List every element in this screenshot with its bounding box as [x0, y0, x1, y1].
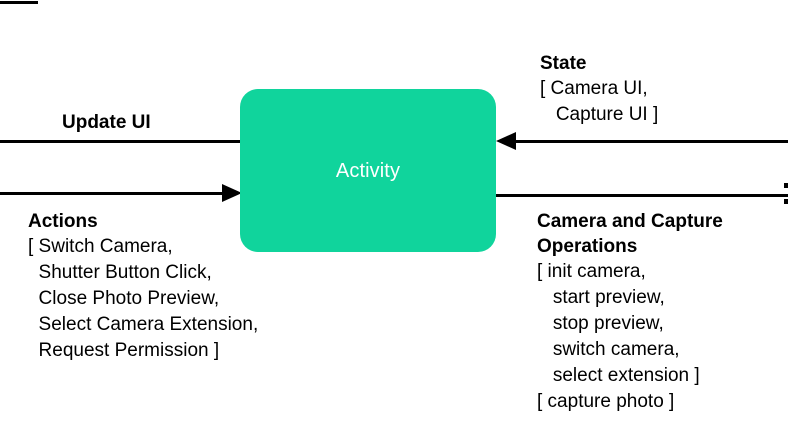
operations-item-3: switch camera,	[537, 339, 680, 360]
state-item-0: [ Camera UI,	[540, 78, 648, 99]
activity-node-label: Activity	[335, 159, 401, 182]
edge-tick-lower	[784, 199, 788, 204]
state-item-1: Capture UI ]	[540, 104, 659, 125]
actions-item-4: Request Permission ]	[28, 340, 220, 361]
operations-item-2: stop preview,	[537, 313, 664, 334]
top-left-rule	[0, 1, 38, 4]
operations-item-1: start preview,	[537, 287, 665, 308]
operations-heading-line2: Operations	[537, 236, 638, 257]
actions-heading: Actions	[28, 211, 98, 232]
label-state: State [ Camera UI, Capture UI ]	[540, 51, 658, 128]
arrowhead-actions-right	[222, 184, 242, 202]
operations-item-5: [ capture photo ]	[537, 391, 675, 412]
label-camera-operations: Camera and Capture Operations [ init cam…	[537, 209, 723, 415]
label-actions: Actions [ Switch Camera, Shutter Button …	[28, 209, 258, 364]
actions-item-0: [ Switch Camera,	[28, 236, 173, 257]
operations-item-4: select extension ]	[537, 365, 700, 386]
edge-tick-upper	[784, 183, 788, 188]
operations-item-0: [ init camera,	[537, 261, 646, 282]
actions-item-3: Select Camera Extension,	[28, 314, 259, 335]
activity-node[interactable]: Activity	[240, 89, 496, 252]
operations-heading-line1: Camera and Capture	[537, 211, 723, 232]
connector-camera-operations	[493, 194, 788, 197]
connector-actions	[0, 192, 228, 195]
actions-item-1: Shutter Button Click,	[28, 262, 212, 283]
connector-state	[510, 140, 788, 143]
update-ui-heading: Update UI	[62, 112, 151, 133]
arrowhead-state-left	[496, 132, 516, 150]
state-heading: State	[540, 53, 587, 74]
actions-item-2: Close Photo Preview,	[28, 288, 220, 309]
connector-update-ui	[0, 140, 244, 143]
label-update-ui: Update UI	[62, 110, 151, 135]
